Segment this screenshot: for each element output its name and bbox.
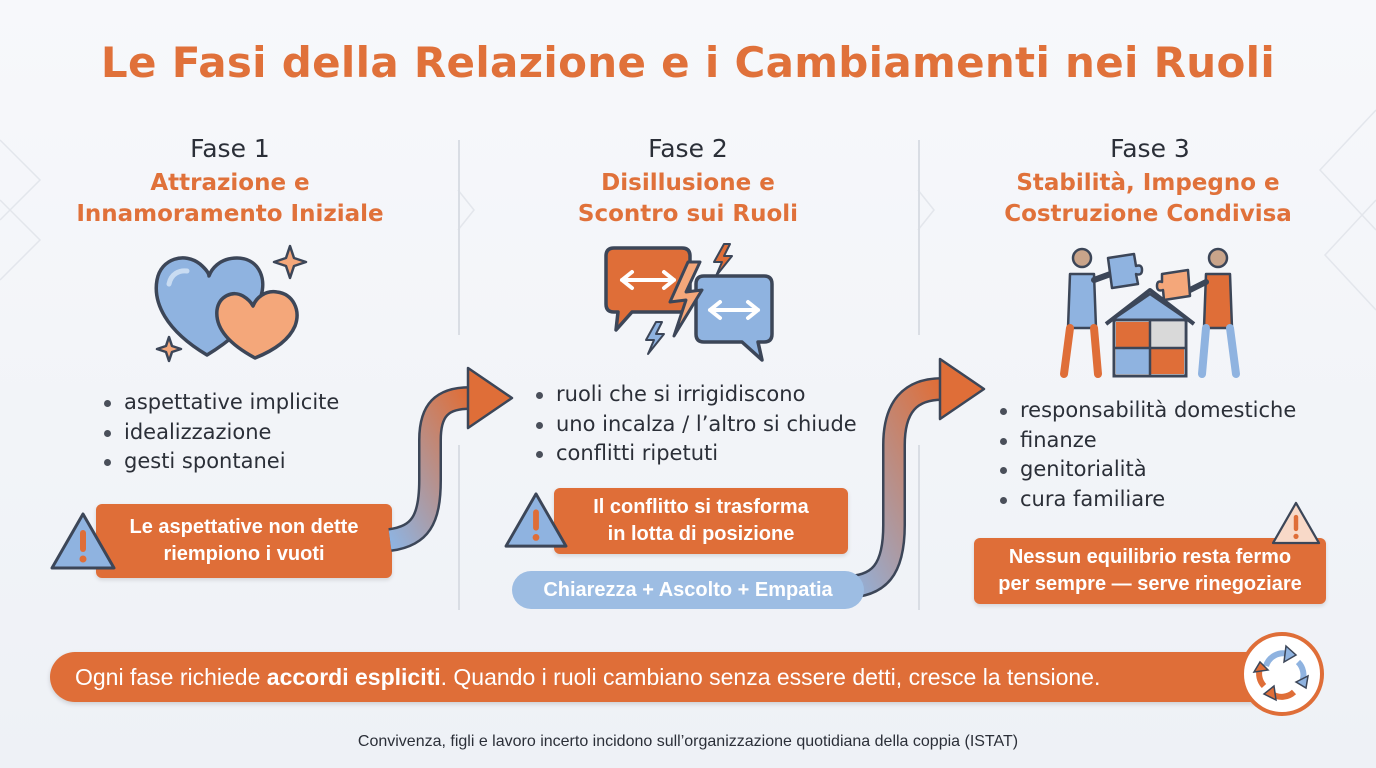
people-building-house-icon — [1060, 247, 1240, 378]
banner-text: Ogni fase richiede accordi espliciti. Qu… — [75, 652, 1100, 702]
list-item: uno incalza / l’altro si chiude — [534, 410, 857, 440]
source-footnote: Convivenza, figli e lavoro incerto incid… — [357, 733, 1019, 750]
list-item: conflitti ripetuti — [534, 439, 857, 469]
warning-triangle-icon — [1271, 501, 1321, 545]
phase-1-name-line1: Attrazione e — [150, 170, 310, 196]
list-item: cura familiare — [998, 485, 1296, 515]
list-item: genitorialità — [998, 455, 1296, 485]
list-item: ruoli che si irrigidiscono — [534, 380, 857, 410]
phase-2-warning-line2: in lotta di posizione — [607, 523, 795, 545]
banner-text-end: . Quando i ruoli cambiano senza essere d… — [440, 664, 1101, 690]
phase-3-number: Fase 3 — [1110, 134, 1190, 163]
column-divider-1 — [458, 140, 460, 335]
warning-triangle-icon — [50, 512, 116, 570]
phase-2-warning: Il conflitto si trasforma in lotta di po… — [554, 488, 848, 554]
phase-1-warning-line1: Le aspettative non dette — [129, 516, 359, 538]
phase-3-warning: Nessun equilibrio resta fermo per sempre… — [974, 538, 1326, 604]
phase-2-bullets: ruoli che si irrigidiscono uno incalza /… — [534, 380, 857, 469]
phase-2-name-line1: Disillusione e — [601, 170, 775, 196]
cycle-icon-badge — [1240, 632, 1324, 716]
phase-3-warning-line2: per sempre — serve rinegoziare — [998, 573, 1302, 595]
phase-1-bullets: aspettative implicite idealizzazione ges… — [102, 388, 339, 477]
warning-triangle-icon — [504, 492, 568, 548]
column-divider-2-lower — [918, 445, 920, 610]
transition-arrow-2 — [843, 357, 986, 599]
banner-text-start: Ogni fase richiede — [75, 664, 267, 690]
phase-3-warning-line1: Nessun equilibrio resta fermo — [1008, 546, 1292, 568]
list-item: responsabilità domestiche — [998, 396, 1296, 426]
transition-label: Chiarezza + Ascolto + Empatia — [512, 571, 864, 609]
hearts-icon — [154, 244, 308, 363]
list-item: finanze — [998, 426, 1296, 456]
phase-2-warning-line1: Il conflitto si trasforma — [593, 496, 809, 518]
phase-1-warning: Le aspettative non dette riempiono i vuo… — [96, 504, 392, 578]
phase-1-name-line2: Innamoramento Iniziale — [76, 201, 384, 227]
renegotiation-cycle-icon — [1252, 644, 1309, 702]
column-divider-1-lower — [458, 445, 460, 610]
phase-3-name-line1: Stabilità, Impegno e — [1016, 170, 1280, 196]
transition-arrow-1 — [387, 366, 514, 552]
phase-1-warning-line2: riempiono i vuoti — [163, 543, 325, 565]
conflict-speech-bubbles-icon — [604, 243, 774, 362]
phase-3-name-line2: Costruzione Condivisa — [1004, 201, 1292, 227]
column-divider-2 — [918, 140, 920, 335]
page-title: Le Fasi della Relazione e i Cambiamenti … — [100, 38, 1276, 87]
list-item: idealizzazione — [102, 418, 339, 448]
banner-text-bold: accordi espliciti — [266, 664, 441, 690]
phase-2-number: Fase 2 — [648, 134, 728, 163]
list-item: aspettative implicite — [102, 388, 339, 418]
key-message-banner: Ogni fase richiede accordi espliciti. Qu… — [50, 652, 1280, 702]
list-item: gesti spontanei — [102, 447, 339, 477]
phase-1-number: Fase 1 — [190, 134, 270, 163]
phase-2-name-line2: Scontro sui Ruoli — [577, 201, 799, 227]
phase-3-bullets: responsabilità domestiche finanze genito… — [998, 396, 1296, 514]
